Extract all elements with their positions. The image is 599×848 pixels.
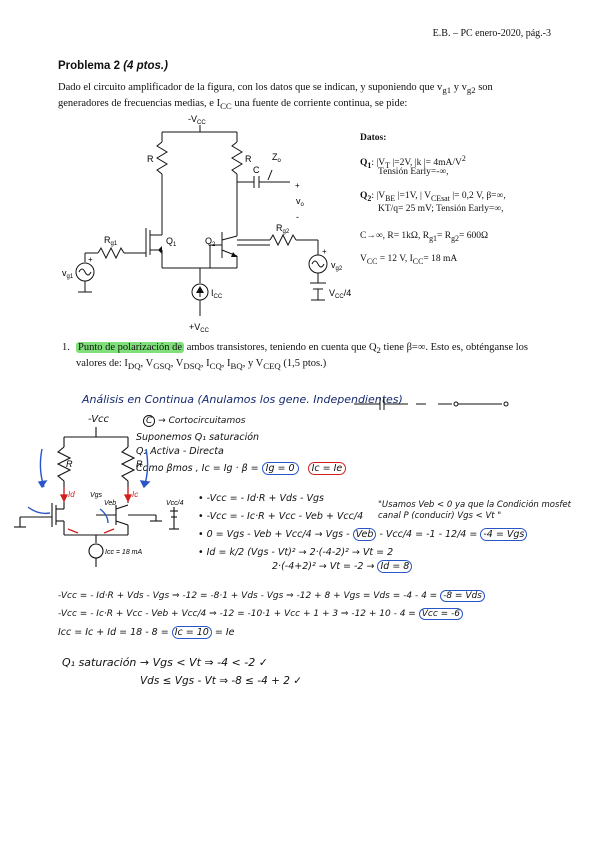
vo-label: vo bbox=[296, 196, 305, 208]
vcc4-label: VCC/4 bbox=[329, 288, 351, 300]
vg1-label: vg1 bbox=[62, 268, 74, 280]
vo-plus: + bbox=[295, 181, 300, 190]
vg2-plus: + bbox=[322, 247, 327, 256]
problem-points: (4 ptos.) bbox=[123, 60, 168, 72]
intro-sub: g1 bbox=[442, 85, 452, 96]
vcc-result: Vcc = -6 bbox=[418, 608, 464, 620]
vg2-label: vg2 bbox=[331, 260, 343, 272]
zo-label: Zo bbox=[272, 152, 282, 164]
note-quote: "Usamos Veb < 0 ya que la Condición mosf… bbox=[378, 500, 571, 521]
hand-circuit-sketch: R R Id Ic Vgs Veb Icc = 18 mA Vcc/4 bbox=[14, 427, 184, 567]
datos-q2-line1: Q2: |VBE |=1V, | VCEsat |= 0,2 V, β=∞, bbox=[360, 191, 506, 203]
eq7: Icc = Ic + Id = 18 - 8 = Ic = 10 = Ie bbox=[58, 626, 235, 639]
note-sup1: Suponemos Q₁ saturación bbox=[136, 432, 260, 443]
question-number: 1. bbox=[62, 342, 70, 353]
sketch-r-left: R bbox=[66, 459, 73, 469]
ib-zero-box: Ig = 0 bbox=[261, 462, 299, 475]
problem-title-text: Problema 2 bbox=[58, 60, 120, 72]
datos-q1-line2: Tensión Early=-∞, bbox=[378, 167, 449, 177]
ic-ie-box: Ic = Ie bbox=[307, 462, 347, 475]
intro-text: son generadores de frecuencias medias, e… bbox=[58, 82, 493, 110]
vg1-plus: + bbox=[88, 255, 93, 264]
eq5: -Vcc = - Id·R + Vds - Vgs ⇒ -12 = -8·1 +… bbox=[58, 590, 485, 602]
id-result: Id = 8 bbox=[377, 560, 413, 573]
minus-vcc-label: -VCC bbox=[188, 114, 206, 126]
note-analysis: Análisis en Continua (Anulamos los gene.… bbox=[82, 393, 403, 406]
sketch-veb: Veb bbox=[104, 500, 116, 507]
eq4: • Id = k/2 (Vgs - Vt)² → 2·(-4-2)² → Vt … bbox=[198, 547, 394, 558]
vds-result: -8 = Vds bbox=[440, 590, 485, 602]
sat-line1: Q₁ saturación → Vgs < Vt ⇒ -4 < -2 ✓ bbox=[62, 656, 268, 669]
datos-title: Datos: bbox=[360, 133, 387, 143]
sketch-r-right: R bbox=[136, 459, 143, 469]
intro-sub: g2 bbox=[466, 85, 476, 96]
circuit-diagram: -VCC R R Zo C + vo - Rg1 Q1 Q2 Rg2 vg1 +… bbox=[62, 114, 351, 334]
note-sup2: Q₂ Activa - Directa bbox=[136, 446, 224, 457]
sketch-vcc4: Vcc/4 bbox=[166, 500, 184, 507]
q1-label: Q1 bbox=[166, 236, 177, 248]
q2-label: Q2 bbox=[205, 236, 216, 248]
rg2-label: Rg2 bbox=[276, 223, 290, 235]
question-text: Punto de polarización de ambos transisto… bbox=[76, 342, 528, 372]
sat-line2: Vds ≤ Vgs - Vt ⇒ -8 ≤ -4 + 2 ✓ bbox=[140, 675, 303, 687]
plus-vcc-label: +VCC bbox=[189, 322, 210, 334]
note-como: Como βmos , Ic = Ig · β = Ig = 0 Ic = Ie bbox=[136, 462, 347, 475]
sketch-vgs: Vgs bbox=[90, 492, 103, 499]
intro-paragraph: Dado el circuito amplificador de la figu… bbox=[58, 81, 544, 113]
sketch-icc: Icc = 18 mA bbox=[105, 549, 142, 556]
resistor-r-right: R bbox=[245, 154, 252, 164]
ic-result: Ic = 10 bbox=[171, 626, 212, 639]
sine-icon bbox=[78, 268, 92, 276]
datos-line4: VCC = 12 V, ICC= 18 mA bbox=[360, 254, 458, 266]
sine-icon bbox=[311, 260, 325, 268]
vo-minus: - bbox=[296, 212, 299, 222]
eq1: • -Vcc = - Id·R + Vds - Vgs bbox=[198, 493, 324, 504]
intro-text: y v bbox=[451, 82, 467, 93]
vgs-result: -4 = Vgs bbox=[480, 528, 528, 541]
problem-title: Problema 2 (4 ptos.) bbox=[58, 60, 168, 72]
resistor-r-left: R bbox=[147, 154, 154, 164]
question-1: 1. Punto de polarización de ambos transi… bbox=[62, 341, 544, 373]
icc-label: ICC bbox=[211, 288, 223, 300]
eq2: • -Vcc = - Ic·R + Vcc - Veb + Vcc/4 bbox=[198, 511, 364, 522]
eq4b: 2·(-4+2)² → Vt = -2 → Id = 8 bbox=[272, 560, 413, 573]
page-header: E.B. – PC enero-2020, pág.-3 bbox=[432, 28, 551, 39]
intro-text: una fuente de corriente continua, se pid… bbox=[231, 98, 408, 110]
sketch-ic: Ic bbox=[132, 490, 138, 499]
intro-sub: CC bbox=[220, 101, 232, 112]
eq6: -Vcc = - Ic·R + Vcc - Veb + Vcc/4 ⇒ -12 … bbox=[58, 608, 464, 620]
note-cc: C → Cortocircuitamos bbox=[143, 415, 245, 427]
sketch-id: Id bbox=[68, 490, 75, 499]
note-minus-vcc: -Vcc bbox=[88, 414, 110, 425]
rg1-label: Rg1 bbox=[104, 235, 118, 247]
highlighted-text: Punto de polarización de bbox=[76, 342, 185, 353]
eq3: • 0 = Vgs - Veb + Vcc/4 → Vgs - Veb - Vc… bbox=[198, 528, 528, 541]
datos-line3: C→∞, R= 1kΩ, Rg1= Rg2= 600Ω bbox=[360, 231, 489, 243]
dc-capacitor-sketch bbox=[354, 398, 509, 410]
datos-q2-line2: KT/q= 25 mV; Tensión Early=∞, bbox=[378, 204, 504, 214]
datos-q1-line1: Q1: |VT |=2V, |k |= 4mA/V2 bbox=[360, 154, 466, 171]
capacitor-label: C bbox=[253, 165, 260, 175]
intro-text: Dado el circuito amplificador de la figu… bbox=[58, 82, 443, 93]
